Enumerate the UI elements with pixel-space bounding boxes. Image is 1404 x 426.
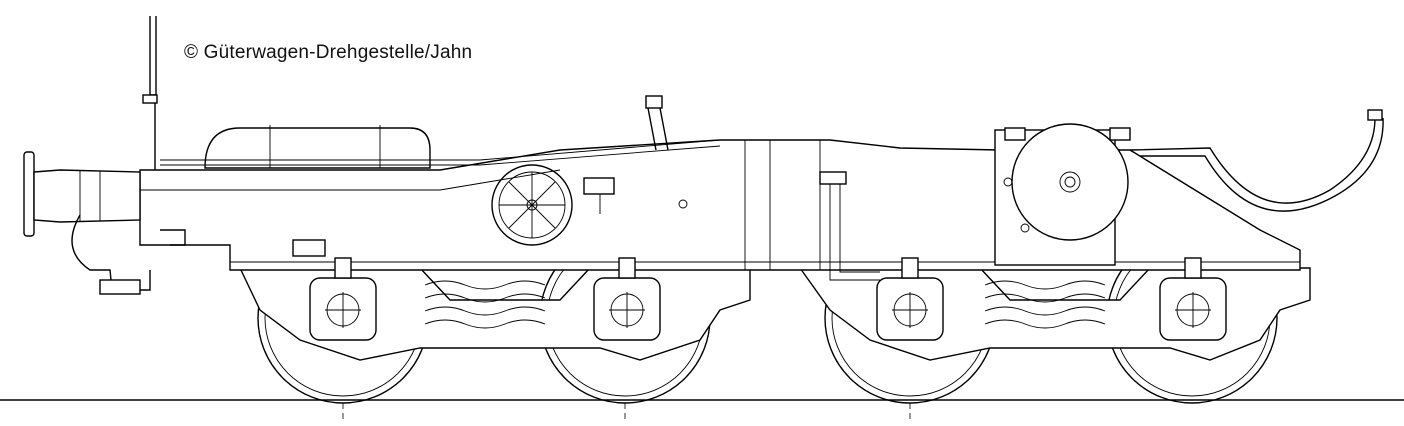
filler-pipe [645, 95, 669, 151]
copyright-notice: © Güterwagen-Drehgestelle/Jahn [184, 42, 473, 63]
brake-cylinder [994, 123, 1129, 266]
coupling-hook [71, 214, 186, 295]
buffer [23, 151, 141, 237]
spring-packs [424, 280, 1106, 329]
air-reservoir [204, 125, 431, 169]
axle-lids [334, 257, 1202, 279]
misc-fittings [292, 127, 1131, 281]
brake-lever [142, 16, 158, 170]
hand-brake-wheel [491, 164, 573, 246]
axlebox-centers [325, 292, 1211, 328]
brake-pipe [160, 109, 1384, 212]
